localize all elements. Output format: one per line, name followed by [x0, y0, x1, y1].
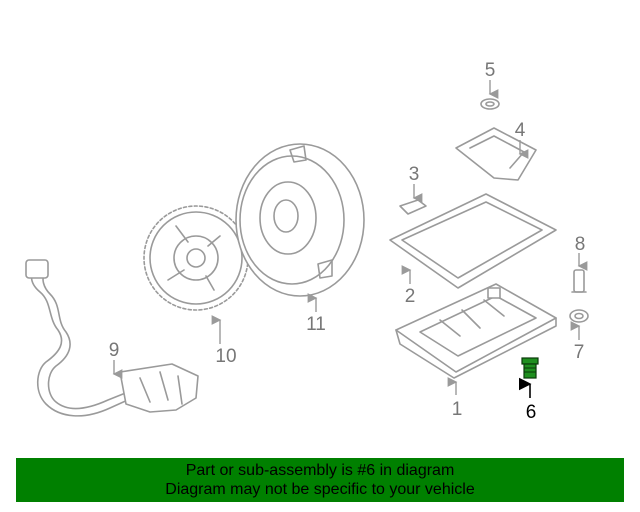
- washer: [569, 309, 589, 323]
- leader-arrows: [112, 80, 588, 398]
- info-banner: Part or sub-assembly is #6 in diagram Di…: [16, 458, 624, 502]
- drain-plug-highlighted: [521, 357, 539, 379]
- callout-9[interactable]: 9: [109, 340, 120, 361]
- callout-5[interactable]: 5: [485, 60, 496, 81]
- pan-gasket: [389, 193, 557, 289]
- callout-3[interactable]: 3: [409, 164, 420, 185]
- flexplate: [143, 205, 249, 311]
- fill-plug: [571, 269, 587, 293]
- callout-11[interactable]: 11: [306, 314, 326, 335]
- callout-4[interactable]: 4: [515, 120, 526, 141]
- torque-converter: [235, 143, 365, 297]
- callout-1[interactable]: 1: [452, 399, 463, 420]
- callout-labels: 1 2 3 4 5 6 7 8 9 10 11: [109, 60, 586, 423]
- callout-10[interactable]: 10: [215, 346, 236, 367]
- pad-part: [399, 199, 427, 215]
- callout-8[interactable]: 8: [575, 234, 586, 255]
- callout-2[interactable]: 2: [405, 286, 416, 307]
- banner-line-2: Diagram may not be specific to your vehi…: [165, 481, 475, 498]
- banner-line-1: Part or sub-assembly is #6 in diagram: [185, 462, 455, 479]
- filter: [455, 127, 537, 181]
- o-ring-top: [480, 98, 500, 110]
- wiring-harness: [25, 259, 199, 417]
- callout-6[interactable]: 6: [526, 402, 537, 423]
- callout-7[interactable]: 7: [574, 342, 585, 363]
